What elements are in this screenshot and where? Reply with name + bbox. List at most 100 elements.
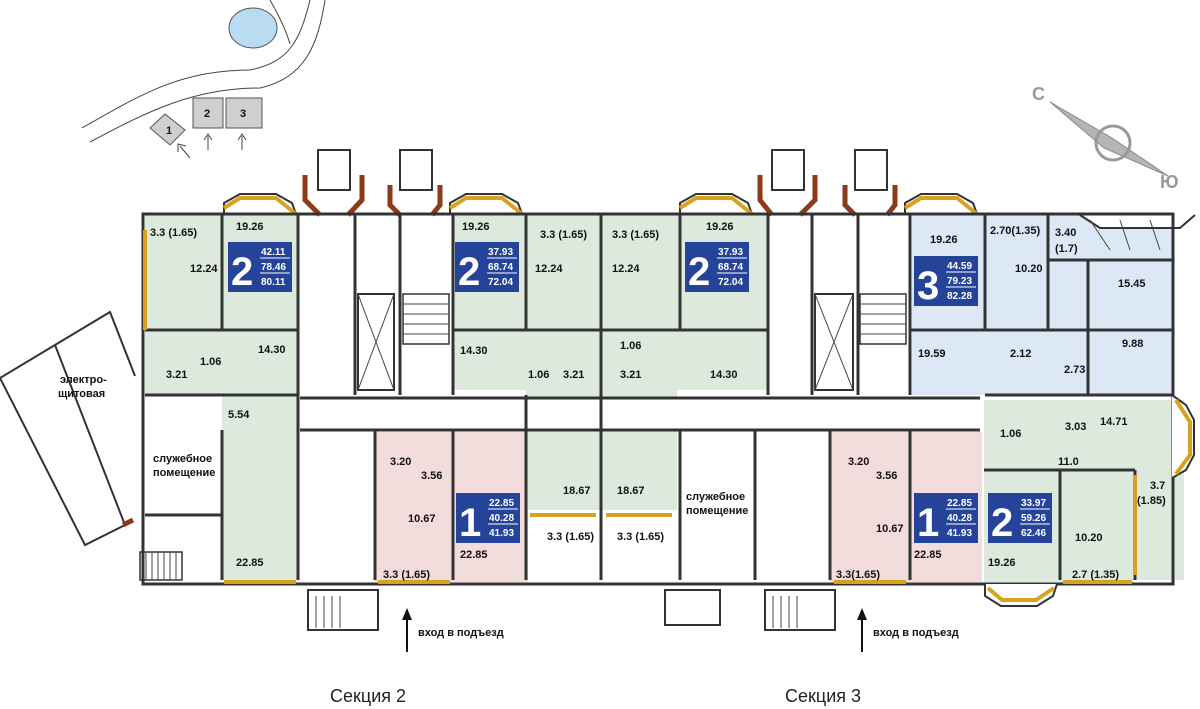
badge-room-count: 2 [991, 501, 1013, 545]
section-2-caption: Секция 2 [330, 686, 406, 706]
service-room-label: помещение [153, 467, 215, 479]
room-area-label: 3.20 [390, 456, 411, 468]
electrical-room-label: электро- [60, 374, 107, 386]
room-area-label: 22.85 [236, 557, 264, 569]
room-area-label: 2.7 (1.35) [1072, 569, 1119, 581]
badge-background [685, 242, 749, 292]
entrance-label: вход в подъезд [873, 627, 959, 639]
walls [141, 212, 1175, 586]
room-area-label: 1.06 [200, 356, 221, 368]
room-area-label: (1.7) [1055, 243, 1078, 255]
room-area-label: 14.30 [710, 369, 738, 381]
room-area-label: 2.70(1.35) [990, 225, 1040, 237]
room-area-label: 11.0 [1058, 456, 1079, 468]
badge-area-value: 37.93 [488, 247, 513, 258]
room-area-label: 19.26 [706, 221, 734, 233]
room-area-label: 2.73 [1064, 364, 1085, 376]
badge-area-value: 33.97 [1021, 498, 1046, 509]
room-area-label: 5.54 [228, 409, 250, 421]
room-area-label: 3.3 (1.65) [617, 531, 664, 543]
apartment-badge: 3 44.59 79.23 82.28 [914, 256, 978, 308]
room-area-label: (1.85) [1137, 495, 1166, 507]
room-area-label: 22.85 [460, 549, 488, 561]
badge-room-count: 2 [231, 250, 253, 294]
service-room-label: служебное [153, 453, 212, 465]
room-area-label: 18.67 [617, 485, 645, 497]
pond [228, 7, 278, 49]
room-area-label: 2.12 [1010, 348, 1031, 360]
badge-area-value: 72.04 [718, 277, 743, 288]
room-area-label: 14.30 [460, 345, 488, 357]
electrical-room-label: щитовая [58, 388, 105, 400]
room-area-label: 1.06 [1000, 428, 1021, 440]
room-area-label: 12.24 [535, 263, 563, 275]
apartment-badge: 1 22.85 40.28 41.93 [914, 493, 978, 545]
badge-area-value: 40.28 [947, 513, 972, 524]
badge-area-value: 68.74 [488, 262, 513, 273]
room-area-label: 3.56 [876, 470, 897, 482]
badge-background [914, 493, 978, 543]
room-area-label: 10.20 [1015, 263, 1043, 275]
badge-background [228, 242, 292, 292]
site-buildings: 1 2 3 [149, 97, 263, 146]
room-area-label: 3.7 [1150, 480, 1165, 492]
badge-area-value: 72.04 [488, 277, 513, 288]
room-area-label: 3.20 [848, 456, 869, 468]
compass-south-label: Ю [1160, 172, 1179, 192]
badge-room-count: 2 [688, 250, 710, 294]
badge-area-value: 44.59 [947, 261, 972, 272]
room-area-label: 22.85 [914, 549, 942, 561]
room-area-label: 14.71 [1100, 416, 1128, 428]
badge-background [455, 242, 519, 292]
badge-area-value: 22.85 [947, 498, 972, 509]
badge-area-value: 41.93 [947, 528, 972, 539]
badge-background [456, 493, 520, 543]
badge-background [914, 256, 978, 306]
electrical-room: электро- щитовая [0, 310, 136, 547]
room-area-label: 19.59 [918, 348, 946, 360]
badge-area-value: 59.26 [1021, 513, 1046, 524]
room-area-label: 3.3 (1.65) [540, 229, 587, 241]
room-area-label: 3.3 (1.65) [150, 227, 197, 239]
room-area-label: 9.88 [1122, 338, 1143, 350]
room-area-label: 3.56 [421, 470, 442, 482]
room-area-label: 3.3 (1.65) [383, 569, 430, 581]
site-building-label: 3 [240, 108, 246, 120]
badge-room-count: 3 [917, 264, 939, 308]
compass-needle-icon [1049, 101, 1169, 177]
room-area-label: 3.21 [620, 369, 641, 381]
badge-area-value: 22.85 [489, 498, 514, 509]
site-building-label: 1 [166, 125, 172, 137]
room-area-label: 14.30 [258, 344, 286, 356]
stairwells [139, 293, 907, 631]
badge-area-value: 42.11 [261, 247, 286, 258]
badge-room-count: 1 [459, 501, 481, 545]
room-area-label: 1.06 [528, 369, 549, 381]
room-area-label: 10.67 [876, 523, 904, 535]
site-building-label: 2 [204, 108, 210, 120]
room-area-label: 3.3 (1.65) [547, 531, 594, 543]
badge-background [988, 493, 1052, 543]
room-area-label: 19.26 [930, 234, 958, 246]
room-area-label: 3.40 [1055, 227, 1076, 239]
badge-area-value: 79.23 [947, 276, 972, 287]
service-room-label: служебное [686, 491, 745, 503]
badge-area-value: 68.74 [718, 262, 743, 273]
badge-area-value: 40.28 [489, 513, 514, 524]
room-area-label: 3.3 (1.65) [612, 229, 659, 241]
badge-area-value: 41.93 [489, 528, 514, 539]
projections [222, 149, 1196, 251]
section-3-caption: Секция 3 [785, 686, 861, 706]
service-room-label: помещение [686, 505, 748, 517]
room-area-label: 12.24 [612, 263, 640, 275]
room-area-label: 19.26 [988, 557, 1016, 569]
badge-room-count: 1 [917, 501, 939, 545]
room-area-label: 3.21 [563, 369, 584, 381]
badge-area-value: 82.28 [947, 291, 972, 302]
room-area-label: 10.67 [408, 513, 436, 525]
room-area-label: 3.3(1.65) [836, 569, 880, 581]
badge-room-count: 2 [458, 250, 480, 294]
